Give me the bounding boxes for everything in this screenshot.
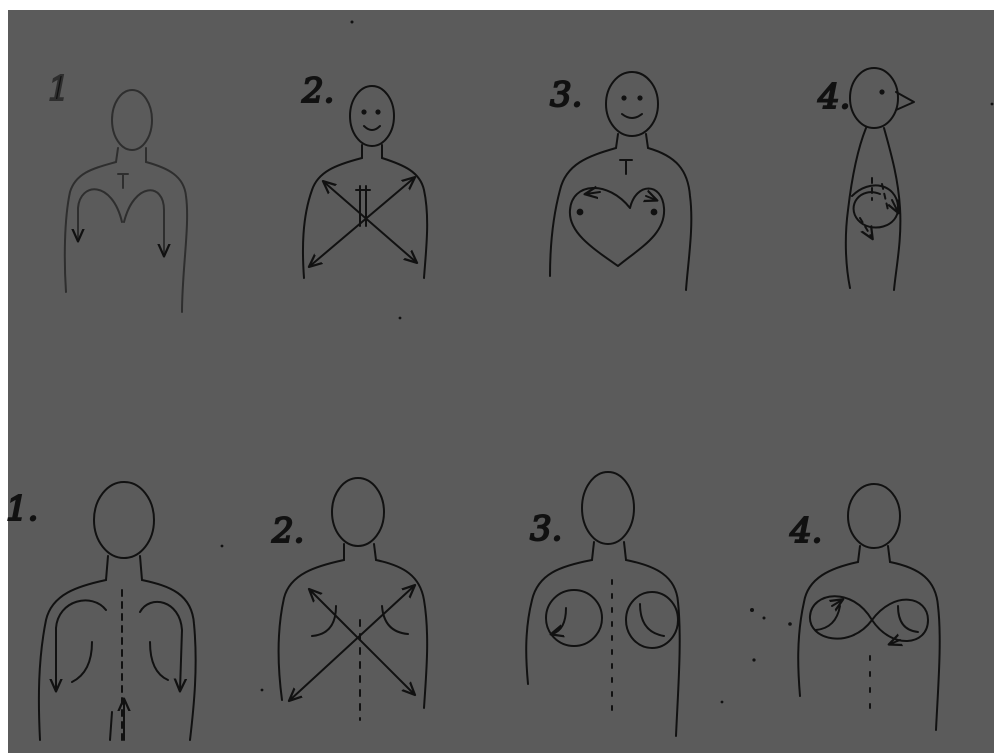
figure-number: 3. bbox=[550, 75, 582, 115]
figure-number: 1 bbox=[48, 69, 70, 109]
figure-number: 1. bbox=[6, 489, 38, 529]
figure-number: 2. bbox=[271, 511, 304, 551]
paper-background bbox=[8, 10, 994, 753]
figure-number: 3. bbox=[530, 509, 562, 549]
figure-number: 2. bbox=[301, 71, 334, 111]
figure-number: 4. bbox=[817, 77, 850, 117]
figure-number: 4. bbox=[789, 511, 822, 551]
